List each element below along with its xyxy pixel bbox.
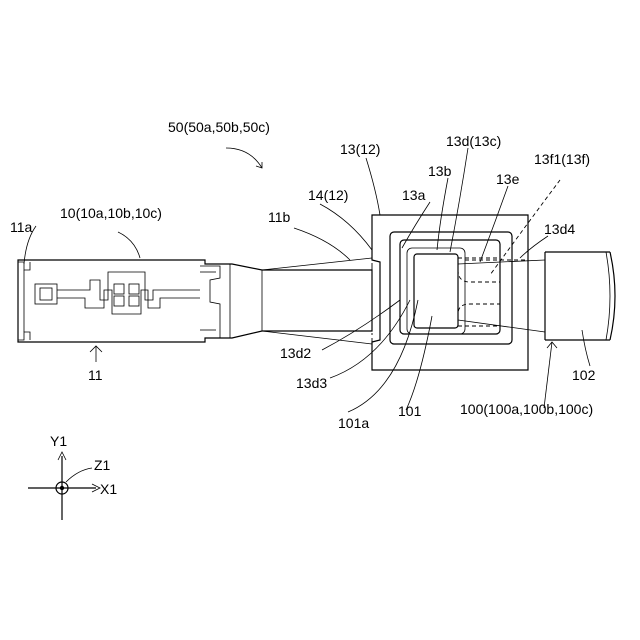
axis-label-y1: Y1: [50, 433, 67, 449]
axis-label-x1: X1: [100, 481, 117, 497]
plate-13: [372, 215, 528, 370]
label-terminal: 10(10a,10b,10c): [60, 205, 162, 221]
label-102: 102: [572, 367, 596, 383]
label-100: 100(100a,100b,100c): [460, 401, 593, 417]
label-13: 13(12): [340, 141, 380, 157]
label-13d3: 13d3: [296, 375, 327, 391]
terminal-body: [18, 260, 372, 342]
label-13b: 13b: [428, 163, 452, 179]
label-assembly: 50(50a,50b,50c): [168, 119, 270, 135]
label-13f1: 13f1(13f): [534, 151, 590, 167]
hidden-13f: [458, 258, 528, 336]
label-13d: 13d(13c): [446, 133, 501, 149]
label-11a: 11a: [10, 219, 33, 235]
coordinate-axes: [28, 452, 100, 520]
label-101a: 101a: [338, 415, 369, 431]
axis-label-z1: Z1: [94, 457, 111, 473]
label-14: 14(12): [308, 187, 348, 203]
label-13a: 13a: [402, 187, 426, 203]
leader-lines: [24, 148, 590, 412]
label-13e: 13e: [496, 171, 520, 187]
label-13d2: 13d2: [280, 345, 311, 361]
label-101: 101: [398, 403, 422, 419]
wire-and-cable: [458, 252, 615, 340]
label-13d4: 13d4: [544, 221, 575, 237]
label-11b: 11b: [268, 209, 291, 225]
label-11: 11: [88, 367, 103, 383]
